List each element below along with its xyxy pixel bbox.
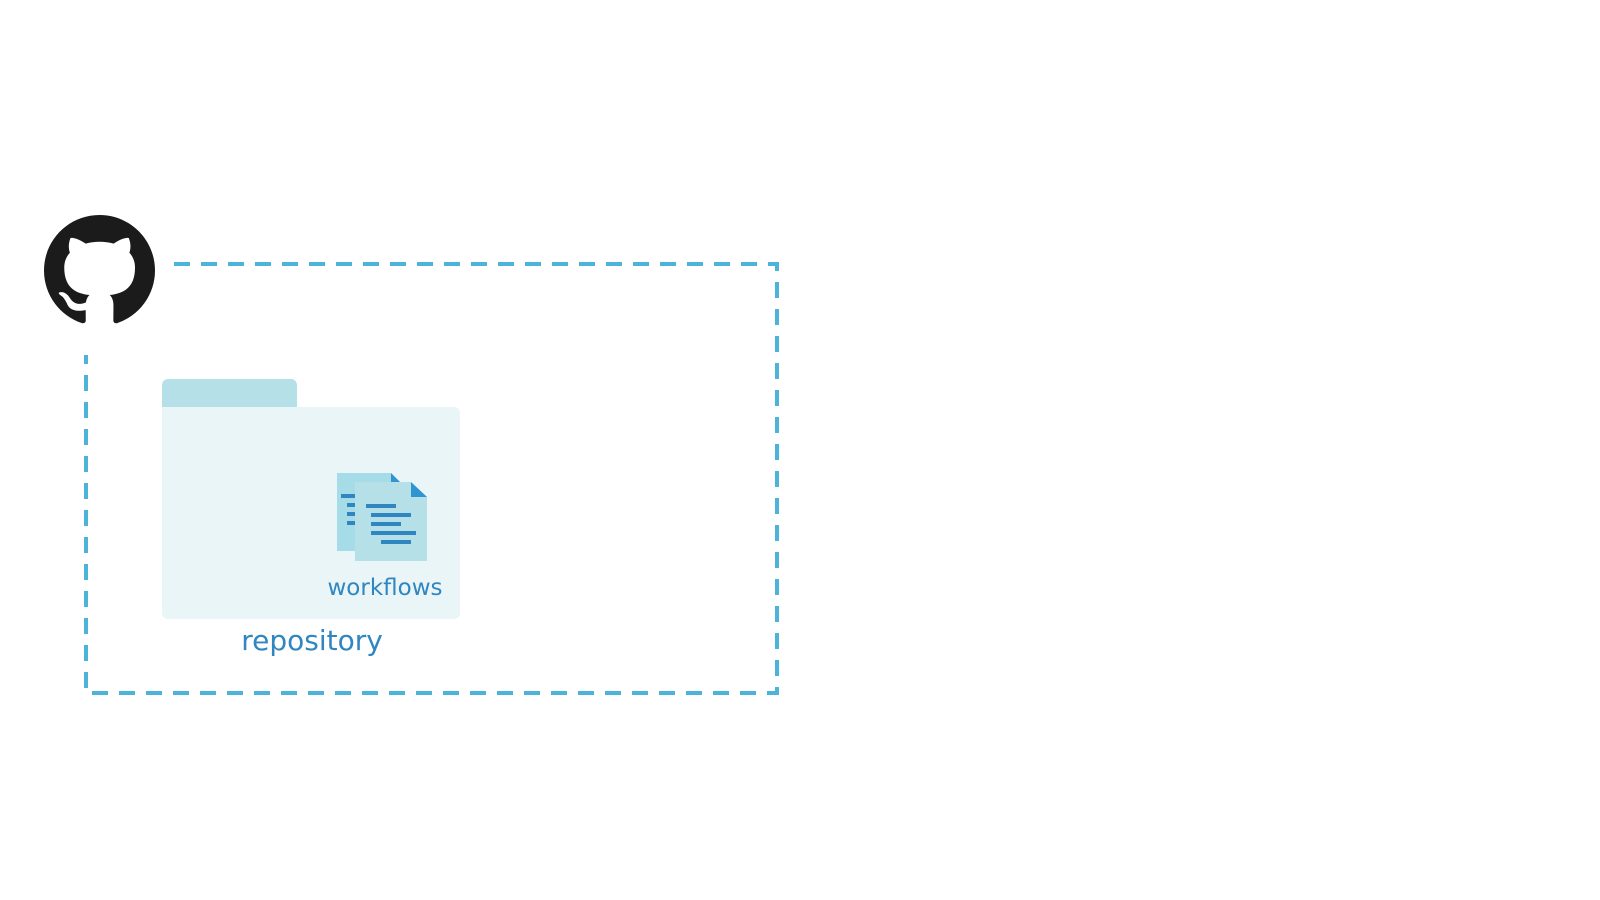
folder-tab <box>162 379 297 411</box>
documents-icon <box>337 473 427 561</box>
repository-label: repository <box>241 624 383 657</box>
workflows-label: workflows <box>327 575 443 601</box>
github-icon <box>44 215 155 324</box>
boundary-dashed-line <box>84 262 779 695</box>
